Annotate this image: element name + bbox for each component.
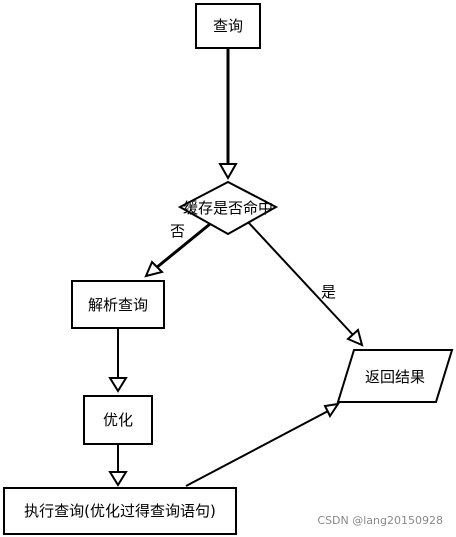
node-cache-check: 缓存是否命中 [177, 180, 279, 236]
arrowhead-icon [108, 377, 128, 393]
arrowhead-icon [323, 402, 341, 418]
node-return-result: 返回结果 [336, 349, 454, 403]
node-query-label: 查询 [213, 17, 243, 35]
node-return-result-label: 返回结果 [365, 368, 425, 386]
arrowhead-icon [346, 328, 364, 347]
watermark-text: CSDN @lang20150928 [317, 514, 443, 527]
edge-parse-to-optimize [108, 328, 128, 393]
node-cache-check-label: 缓存是否命中 [183, 199, 273, 217]
node-query: 查询 [195, 3, 261, 49]
arrowhead-icon [144, 260, 164, 278]
node-execute-query: 执行查询(优化过得查询语句) [3, 487, 237, 535]
node-optimize-label: 优化 [103, 411, 133, 429]
edge-label-yes: 是 [321, 283, 336, 301]
edge-optimize-to-execute [108, 444, 128, 487]
arrowhead-icon [108, 471, 128, 487]
node-parse-query: 解析查询 [71, 280, 165, 329]
arrowhead-icon [218, 163, 238, 181]
edge-cache-to-return [247, 221, 364, 347]
edge-execute-to-return [185, 402, 341, 487]
node-parse-query-label: 解析查询 [88, 296, 148, 314]
node-optimize: 优化 [83, 395, 153, 445]
edge-query-to-cache [218, 48, 238, 181]
node-execute-query-label: 执行查询(优化过得查询语句) [24, 502, 216, 520]
edge-cache-to-parse [144, 222, 211, 278]
edge-label-no: 否 [170, 222, 185, 240]
